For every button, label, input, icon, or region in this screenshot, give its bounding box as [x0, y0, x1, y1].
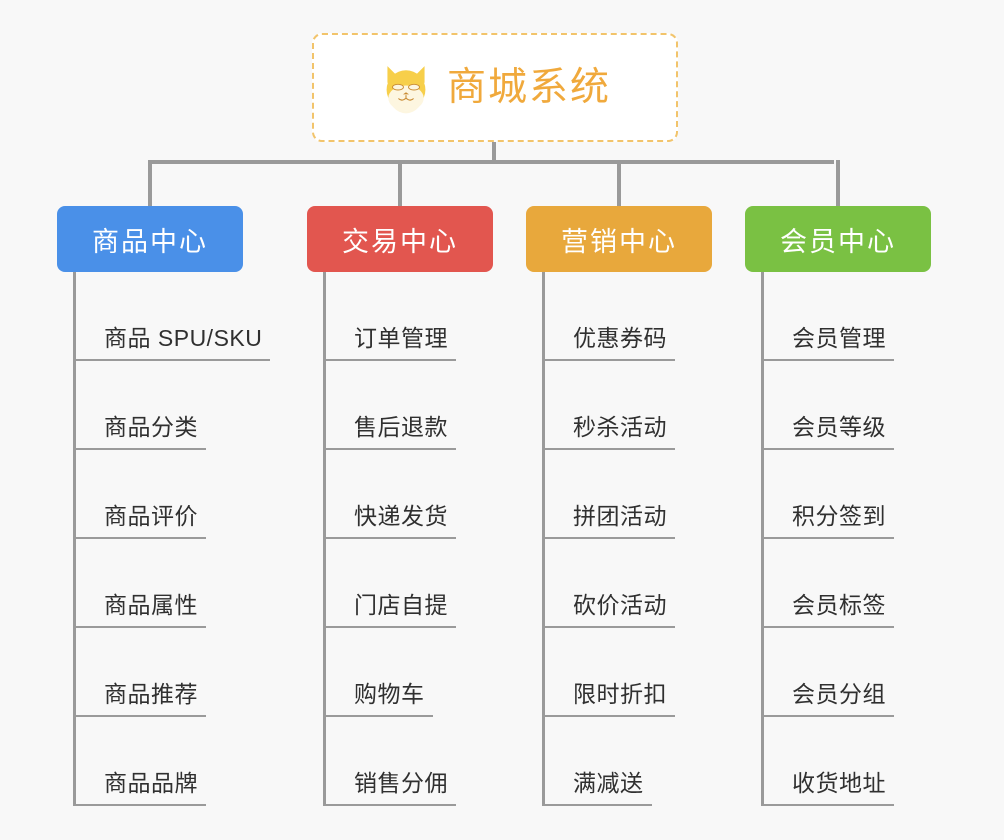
leaf-item-label: 优惠券码	[542, 319, 675, 361]
root-node-title: 商城系统	[446, 66, 611, 109]
leaf-item-label: 会员标签	[761, 586, 894, 628]
leaf-item-label: 商品评价	[73, 497, 206, 539]
leaf-item[interactable]: 收货地址	[761, 717, 981, 806]
leaf-item-label: 满减送	[542, 764, 652, 806]
leaf-item[interactable]: 销售分佣	[323, 717, 543, 806]
leaf-item[interactable]: 砍价活动	[542, 539, 762, 628]
leaf-item-label: 限时折扣	[542, 675, 675, 717]
leaf-item-label: 快递发货	[323, 497, 456, 539]
leaf-column-trade-center: 订单管理 售后退款 快递发货 门店自提 购物车 销售分佣	[323, 272, 543, 806]
leaf-item[interactable]: 拼团活动	[542, 450, 762, 539]
connector-drop-3	[617, 160, 621, 208]
shiba-dog-icon	[386, 65, 426, 113]
category-box-product-center[interactable]: 商品中心	[57, 206, 243, 272]
leaf-item[interactable]: 积分签到	[761, 450, 981, 539]
root-node-mall-system[interactable]: 商城系统	[312, 33, 678, 142]
category-box-marketing-center[interactable]: 营销中心	[526, 206, 712, 272]
leaf-item[interactable]: 快递发货	[323, 450, 543, 539]
leaf-item[interactable]: 门店自提	[323, 539, 543, 628]
leaf-item-label: 商品分类	[73, 408, 206, 450]
connector-drop-1	[148, 160, 152, 208]
leaf-item-label: 售后退款	[323, 408, 456, 450]
connector-horizontal-bar	[148, 160, 834, 164]
leaf-column-member-center: 会员管理 会员等级 积分签到 会员标签 会员分组 收货地址	[761, 272, 981, 806]
leaf-item[interactable]: 购物车	[323, 628, 543, 717]
leaf-item-label: 商品 SPU/SKU	[73, 319, 271, 361]
leaf-item[interactable]: 会员标签	[761, 539, 981, 628]
leaf-item-label: 会员分组	[761, 675, 894, 717]
leaf-column-product-center: 商品 SPU/SKU 商品分类 商品评价 商品属性 商品推荐 商品品牌	[73, 272, 293, 806]
leaf-item-label: 会员管理	[761, 319, 894, 361]
connector-root-stem	[492, 142, 496, 164]
leaf-item[interactable]: 会员分组	[761, 628, 981, 717]
leaf-item[interactable]: 订单管理	[323, 272, 543, 361]
leaf-item-label: 门店自提	[323, 586, 456, 628]
leaf-item-label: 拼团活动	[542, 497, 675, 539]
connector-drop-2	[398, 160, 402, 208]
connector-drop-4	[836, 160, 840, 208]
leaf-item[interactable]: 限时折扣	[542, 628, 762, 717]
leaf-item-label: 收货地址	[761, 764, 894, 806]
leaf-item[interactable]: 优惠券码	[542, 272, 762, 361]
leaf-item-label: 购物车	[323, 675, 433, 717]
leaf-item[interactable]: 满减送	[542, 717, 762, 806]
leaf-item-label: 会员等级	[761, 408, 894, 450]
leaf-item[interactable]: 会员管理	[761, 272, 981, 361]
leaf-item[interactable]: 商品分类	[73, 361, 293, 450]
leaf-item[interactable]: 会员等级	[761, 361, 981, 450]
leaf-item[interactable]: 商品评价	[73, 450, 293, 539]
leaf-item[interactable]: 售后退款	[323, 361, 543, 450]
leaf-item-label: 秒杀活动	[542, 408, 675, 450]
leaf-item-label: 订单管理	[323, 319, 456, 361]
leaf-item[interactable]: 商品 SPU/SKU	[73, 272, 293, 361]
leaf-item-label: 积分签到	[761, 497, 894, 539]
category-box-trade-center[interactable]: 交易中心	[307, 206, 493, 272]
leaf-item[interactable]: 秒杀活动	[542, 361, 762, 450]
leaf-item-label: 砍价活动	[542, 586, 675, 628]
leaf-item[interactable]: 商品属性	[73, 539, 293, 628]
leaf-column-marketing-center: 优惠券码 秒杀活动 拼团活动 砍价活动 限时折扣 满减送	[542, 272, 762, 806]
leaf-item-label: 销售分佣	[323, 764, 456, 806]
category-box-member-center[interactable]: 会员中心	[745, 206, 931, 272]
leaf-item[interactable]: 商品品牌	[73, 717, 293, 806]
leaf-item-label: 商品品牌	[73, 764, 206, 806]
leaf-item-label: 商品属性	[73, 586, 206, 628]
leaf-item-label: 商品推荐	[73, 675, 206, 717]
leaf-item[interactable]: 商品推荐	[73, 628, 293, 717]
